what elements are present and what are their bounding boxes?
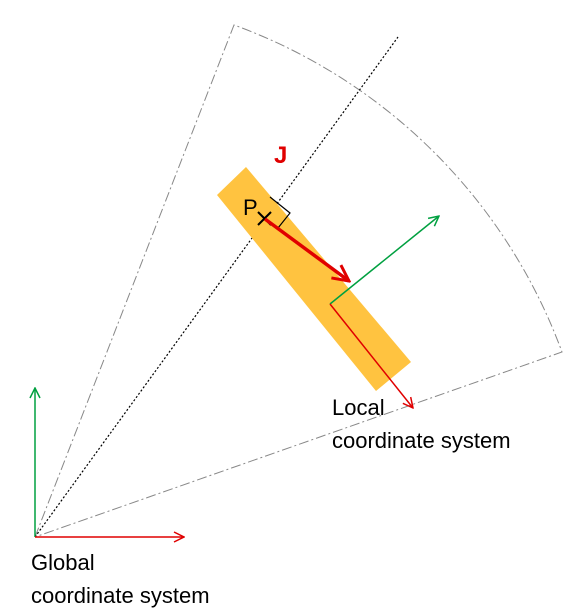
global-label-line2: coordinate system — [31, 583, 210, 608]
right-angle-marker — [269, 196, 291, 229]
global-label-line1: Global — [31, 550, 95, 575]
local-y-axis-arrow — [329, 216, 439, 305]
center-dotted-line — [34, 36, 399, 538]
sector-outline — [34, 24, 563, 538]
local-label-line1: Local — [332, 395, 385, 420]
point-label-p: P — [243, 195, 258, 220]
local-x-axis-arrow — [329, 303, 413, 408]
current-label-j: J — [274, 142, 287, 169]
element-bar — [217, 167, 411, 391]
local-label-line2: coordinate system — [332, 428, 511, 453]
current-arrow — [263, 217, 349, 281]
